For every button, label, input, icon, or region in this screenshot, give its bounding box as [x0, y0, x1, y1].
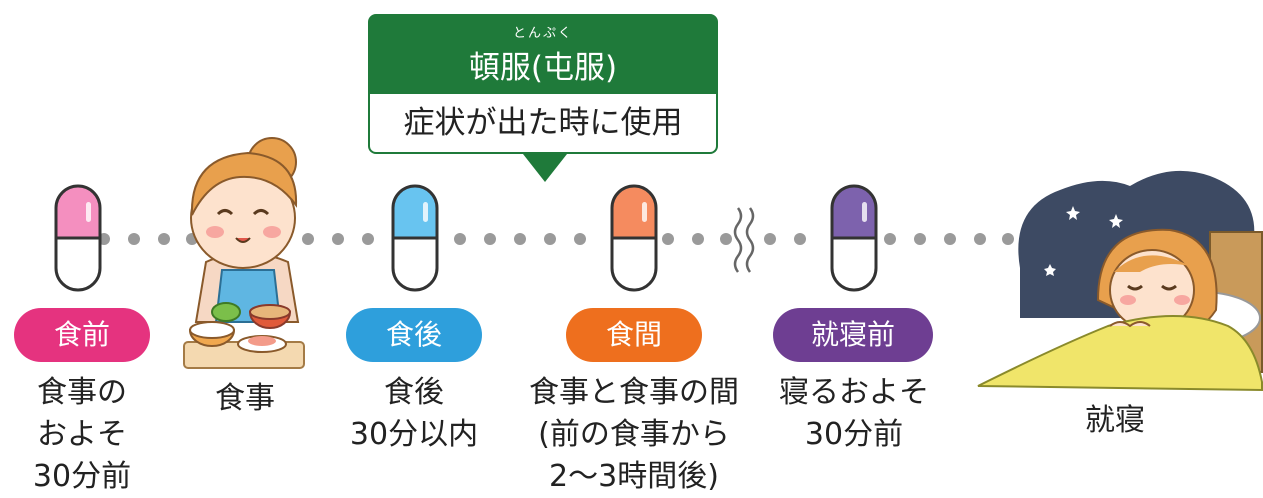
label-meal: 食事	[215, 381, 275, 416]
sleeping-woman-illustration	[977, 170, 1263, 392]
desc-before-meal: 食事の およそ 30分前	[4, 372, 160, 498]
desc-line: およそ	[37, 417, 127, 452]
desc-line: 30分前	[804, 417, 904, 452]
desc-between-meals: 食事と食事の間 (前の食事から 2〜3時間後)	[508, 372, 760, 498]
badge-before-meal: 食前	[14, 308, 150, 362]
callout-body: 症状が出た時に使用	[368, 94, 718, 154]
badge-before-bed: 就寝前	[773, 308, 933, 362]
tonpuku-callout: とんぷく 頓服(屯服) 症状が出た時に使用	[368, 14, 718, 182]
badge-after-meal: 食後	[346, 308, 482, 362]
star-icon	[1044, 264, 1056, 276]
desc-before-bed: 寝るおよそ 30分前	[764, 372, 944, 456]
desc-line: 2〜3時間後)	[549, 459, 719, 494]
desc-line: 寝るおよそ	[779, 375, 929, 410]
desc-line: (前の食事から	[538, 417, 730, 452]
badge-between-meals: 食間	[566, 308, 702, 362]
desc-line: 食事と食事の間	[529, 375, 739, 410]
callout-title: 頓服(屯服)	[468, 50, 618, 86]
desc-line: 食事の	[37, 375, 127, 410]
desc-line: 30分前	[32, 459, 132, 494]
star-icon	[1066, 206, 1080, 220]
desc-line: 30分以内	[349, 417, 479, 452]
capsule-icon	[830, 184, 878, 292]
capsule-icon	[610, 184, 658, 292]
time-skip-icon	[733, 207, 755, 273]
capsule-icon	[54, 184, 102, 292]
callout-pointer	[523, 154, 567, 182]
label-sleep: 就寝	[1085, 403, 1145, 438]
capsule-icon	[391, 184, 439, 292]
desc-line: 食後	[384, 375, 444, 410]
dotted-timeline	[98, 233, 1014, 245]
desc-after-meal: 食後 30分以内	[326, 372, 502, 456]
star-icon	[1109, 214, 1123, 228]
woman-eating-illustration	[183, 137, 305, 369]
callout-header: とんぷく 頓服(屯服)	[368, 14, 718, 94]
callout-ruby: とんぷく	[512, 26, 573, 41]
